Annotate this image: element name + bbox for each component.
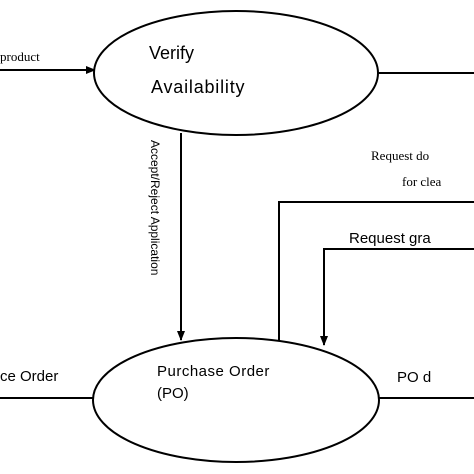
request-grant-label: Request gra	[349, 230, 431, 247]
verify-availability-line1: Verify	[149, 43, 194, 63]
product-flow-label: product	[0, 49, 40, 64]
verify-availability-line2: Availability	[151, 77, 245, 97]
request-doc-label-line1: Request do	[371, 148, 429, 163]
verify-availability-node	[93, 10, 379, 136]
place-order-label: ce Order	[0, 368, 58, 385]
request-grant-arrow	[320, 248, 474, 346]
purchase-order-node	[92, 337, 380, 463]
request-doc-label-line2: for clea	[402, 174, 442, 189]
purchase-order-line1: Purchase Order	[157, 363, 270, 380]
accept-reject-label: Accept/Reject Application	[148, 140, 162, 275]
po-out-label: PO d	[397, 369, 431, 386]
request-doc-line	[278, 201, 474, 355]
purchase-order-line2: (PO)	[157, 385, 189, 402]
